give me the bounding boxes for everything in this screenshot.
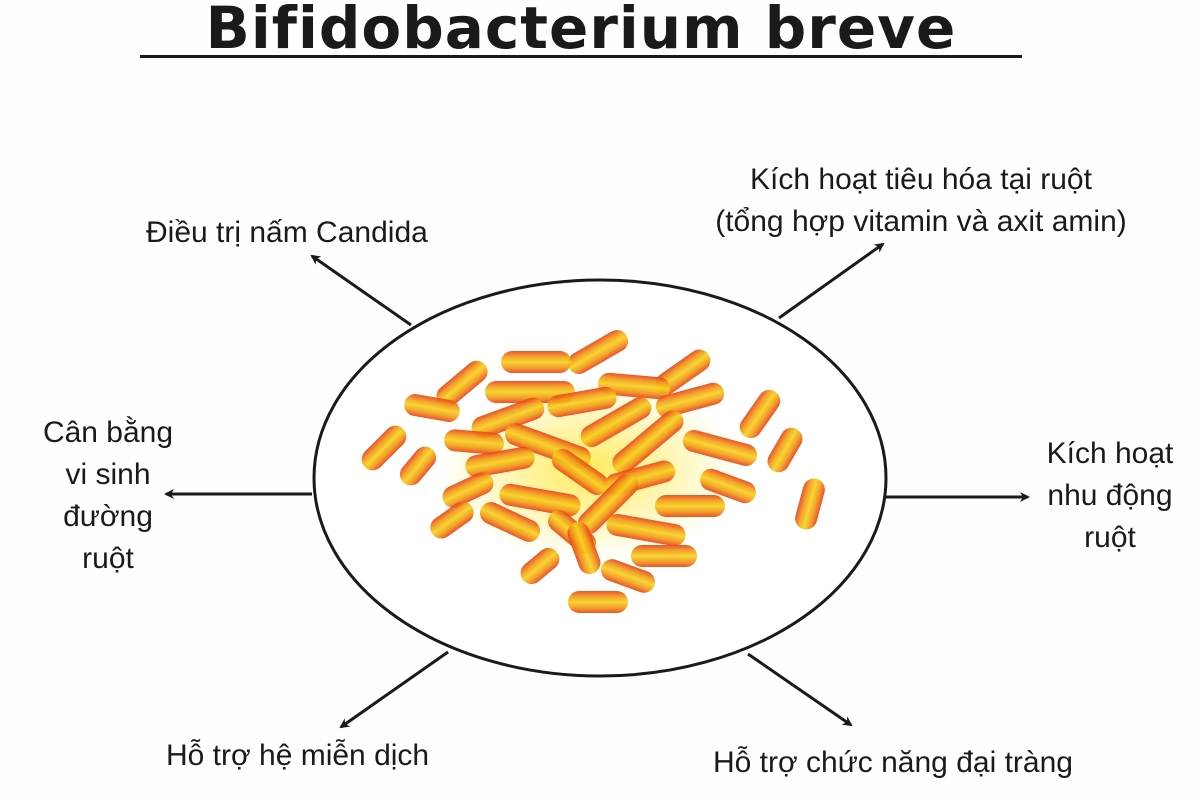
bacterium-rod: [682, 430, 758, 466]
bacterium-rod: [444, 429, 504, 455]
bacterium-rod: [465, 446, 535, 478]
bacterium-rod: [700, 468, 756, 504]
label-peristalsis-line3: ruột: [1084, 521, 1136, 554]
bacterium-rod: [767, 427, 803, 473]
arrow-candida: [310, 254, 412, 327]
bacterium-rod: [436, 360, 488, 408]
bacterium-rod: [598, 372, 670, 400]
bacterium-rod: [795, 478, 825, 530]
bacterium-rod: [404, 394, 460, 422]
label-digestion-line1: Kích hoạt tiêu hóa tại ruột: [750, 163, 1092, 196]
label-microbiome-line4: ruột: [82, 542, 134, 575]
title-underline: [140, 55, 1022, 58]
bacterium-rod: [361, 425, 407, 471]
bacterium-rod: [501, 351, 571, 373]
bacterium-rod: [399, 446, 437, 486]
arrow-digestion: [778, 242, 885, 320]
label-microbiome-line3: đường: [63, 500, 153, 533]
bacterium-rod: [430, 501, 474, 539]
bacterium-rod: [520, 547, 560, 585]
bacterium-rod: [567, 330, 629, 374]
bacterium-rod: [499, 483, 581, 517]
arrow-colon: [747, 652, 853, 727]
label-immune-support: Hỗ trợ hệ miễn dịch: [166, 739, 430, 772]
bacterium-rod: [739, 389, 781, 439]
bacterium-rod: [606, 513, 686, 547]
label-microbiome-line2: vi sinh: [65, 458, 151, 491]
label-digestion: Kích hoạt tiêu hóa tại ruột (tổng hợp vi…: [676, 159, 1166, 243]
arrows: [164, 242, 1030, 729]
label-peristalsis-line2: nhu động: [1047, 479, 1173, 512]
bacterium-rod: [567, 521, 601, 575]
bacterium-rod: [442, 472, 494, 508]
bacterium-rod: [471, 397, 545, 439]
bacteria-rods: [361, 330, 825, 613]
label-peristalsis: Kích hoạt nhu động ruột: [1026, 433, 1194, 559]
label-microbiome-balance: Cân bằng vi sinh đường ruột: [18, 412, 198, 580]
label-colon-support: Hỗ trợ chức năng đại tràng: [713, 746, 1073, 779]
bacterium-rod: [547, 386, 617, 418]
arrow-immune: [339, 650, 449, 729]
bacterium-rod: [580, 397, 652, 447]
label-microbiome-line1: Cân bằng: [42, 416, 174, 449]
label-peristalsis-line1: Kích hoạt: [1046, 437, 1174, 470]
bacterium-rod: [655, 495, 725, 517]
bacterium-rod: [655, 382, 725, 418]
label-candida-treatment: Điều trị nấm Candida: [146, 216, 428, 249]
bacteria-cluster: [361, 330, 825, 613]
bacterium-rod: [601, 559, 655, 593]
bacterium-rod: [568, 591, 628, 613]
bacterium-rod: [551, 448, 609, 496]
bacterium-rod: [631, 545, 697, 567]
diagram-title: Bifidobacterium breve: [205, 0, 957, 62]
label-digestion-line2: (tổng hợp vitamin và axit amin): [715, 205, 1127, 238]
bacterium-rod: [655, 349, 711, 395]
bacterium-rod: [479, 502, 541, 542]
bacterium-rod: [577, 473, 639, 535]
bacterium-rod: [612, 410, 684, 474]
